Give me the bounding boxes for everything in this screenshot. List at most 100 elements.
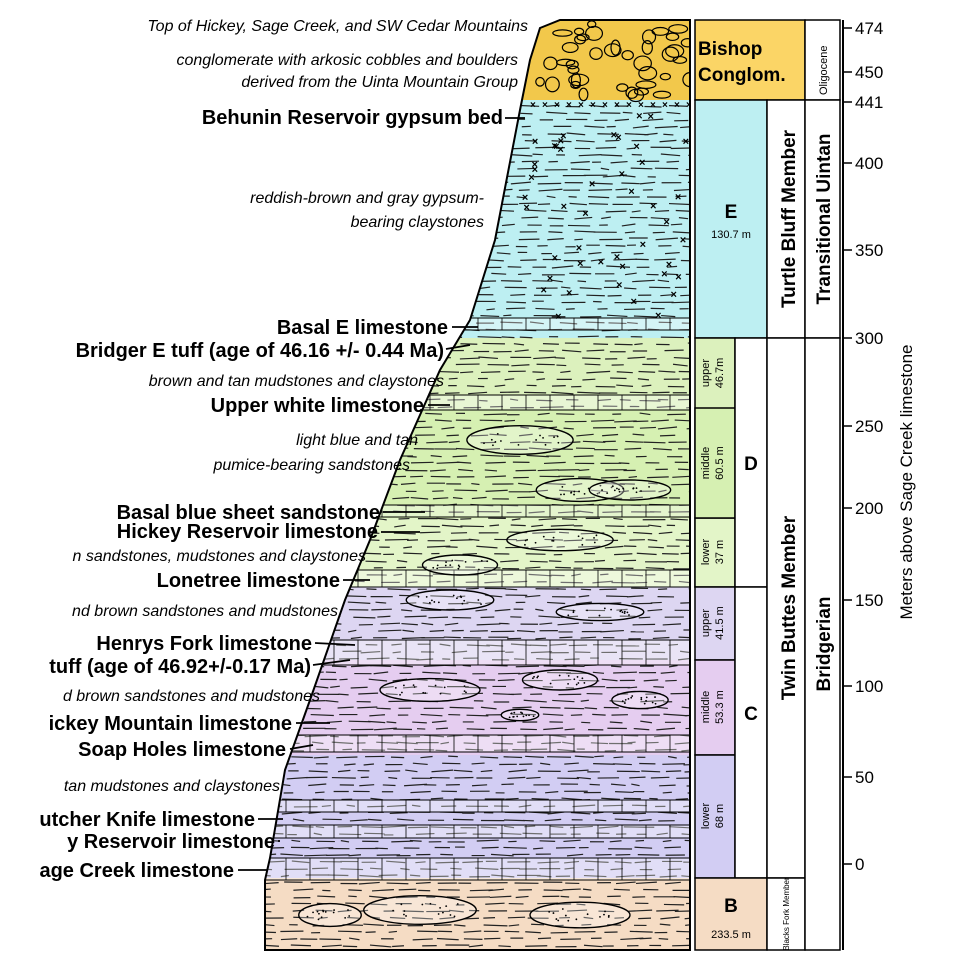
sand-dot [403, 685, 405, 687]
sand-dot [318, 913, 320, 915]
mudstone-dash [594, 756, 604, 757]
sand-dot [536, 677, 538, 679]
mudstone-dash [606, 211, 627, 212]
sandstone-lens [501, 709, 539, 720]
mudstone-dash [322, 176, 333, 177]
mudstone-dash [355, 484, 377, 485]
sand-dot [567, 683, 569, 685]
mudstone-dash [463, 554, 477, 555]
mudstone-dash [390, 813, 408, 814]
gypsum-mark: × [650, 201, 656, 213]
gypsum-bed-mark: × [590, 100, 596, 111]
sand-dot [545, 444, 547, 446]
sand-dot [437, 564, 439, 566]
mudstone-dash [324, 596, 343, 597]
sand-dot [582, 538, 584, 540]
mudstone-dash [309, 771, 328, 772]
mudstone-dash [520, 337, 533, 338]
mudstone-dash [262, 764, 275, 765]
sand-dot [438, 913, 440, 915]
mudstone-dash [595, 560, 605, 561]
mudstone-dash [556, 365, 566, 366]
mudstone-dash [648, 547, 664, 548]
mudstone-dash [629, 477, 637, 478]
sand-dot [586, 609, 588, 611]
mudstone-dash [641, 771, 660, 772]
sand-dot [401, 692, 403, 694]
gypsum-mark: × [557, 144, 563, 156]
mudstone-dash [283, 546, 294, 547]
mudstone-dash [262, 288, 282, 289]
sand-dot [322, 911, 324, 913]
scale-tick-label: 450 [855, 63, 883, 82]
sand-dot [430, 903, 432, 905]
sand-dot [454, 915, 456, 917]
sand-dot [400, 903, 402, 905]
mudstone-dash [460, 309, 473, 310]
left-label: n sandstones, mudstones and claystones [72, 548, 366, 565]
mudstone-dash [501, 281, 522, 282]
sand-dot [640, 490, 642, 492]
mudstone-dash [446, 281, 466, 282]
mudstone-dash [409, 133, 426, 134]
gypsum-mark: × [611, 130, 617, 142]
mudstone-dash [420, 532, 440, 533]
unit-c-upper-name: upper [700, 609, 712, 637]
mudstone-dash [605, 455, 615, 456]
mudstone-dash [410, 841, 422, 842]
sand-dot [317, 911, 319, 913]
mudstone-dash [538, 183, 561, 184]
gypsum-mark: × [577, 258, 583, 270]
sand-dot [424, 692, 426, 694]
mudstone-dash [624, 448, 641, 449]
mudstone-dash [336, 757, 357, 758]
limestone-band [260, 825, 692, 838]
mudstone-dash [511, 525, 526, 526]
mudstone-dash [445, 393, 460, 394]
mudstone-dash [284, 232, 302, 233]
mudstone-dash [571, 169, 590, 170]
mudstone-dash [548, 232, 562, 233]
sand-dot [421, 904, 423, 906]
unit-c-lower-name: lower [700, 803, 712, 830]
mudstone-dash [262, 175, 278, 176]
mudstone-dash [455, 253, 464, 254]
mudstone-dash [479, 161, 491, 162]
sand-dot [535, 439, 537, 441]
mudstone-dash [319, 939, 341, 940]
sand-dot [596, 534, 598, 536]
sand-dot [465, 561, 467, 563]
mudstone-dash [362, 315, 379, 316]
mudstone-dash [439, 260, 457, 261]
gypsum-mark: × [619, 169, 625, 181]
mudstone-dash [262, 141, 283, 142]
mudstone-dash [564, 428, 574, 429]
scale-tick-label: 50 [855, 768, 874, 787]
unit-d-lower-thickness: 37 m [714, 540, 726, 564]
mudstone-dash [262, 154, 279, 155]
mudstone-dash [378, 490, 389, 491]
mudstone-dash [466, 154, 475, 155]
sand-dot [463, 600, 465, 602]
sand-dot [436, 567, 438, 569]
gypsum-mark: × [647, 111, 653, 123]
mudstone-dash [383, 785, 396, 786]
mudstone-dash [634, 253, 644, 254]
mudstone-dash [351, 687, 368, 688]
mudstone-dash [497, 141, 513, 142]
mudstone-dash [365, 476, 379, 478]
sand-dot [640, 699, 642, 701]
scale-axis-label: Meters above Sage Creek limestone [897, 345, 916, 620]
sand-dot [559, 675, 561, 677]
sand-dot [477, 599, 479, 601]
mudstone-dash [302, 238, 314, 240]
mudstone-dash [366, 932, 376, 933]
mudstone-dash [294, 155, 311, 156]
gypsum-mark: × [619, 261, 625, 273]
sand-dot [465, 692, 467, 694]
mudstone-dash [262, 161, 282, 162]
mudstone-dash [664, 847, 681, 848]
mudstone-dash [451, 533, 467, 534]
mudstone-dash [348, 896, 356, 897]
mudstone-dash [305, 596, 319, 597]
